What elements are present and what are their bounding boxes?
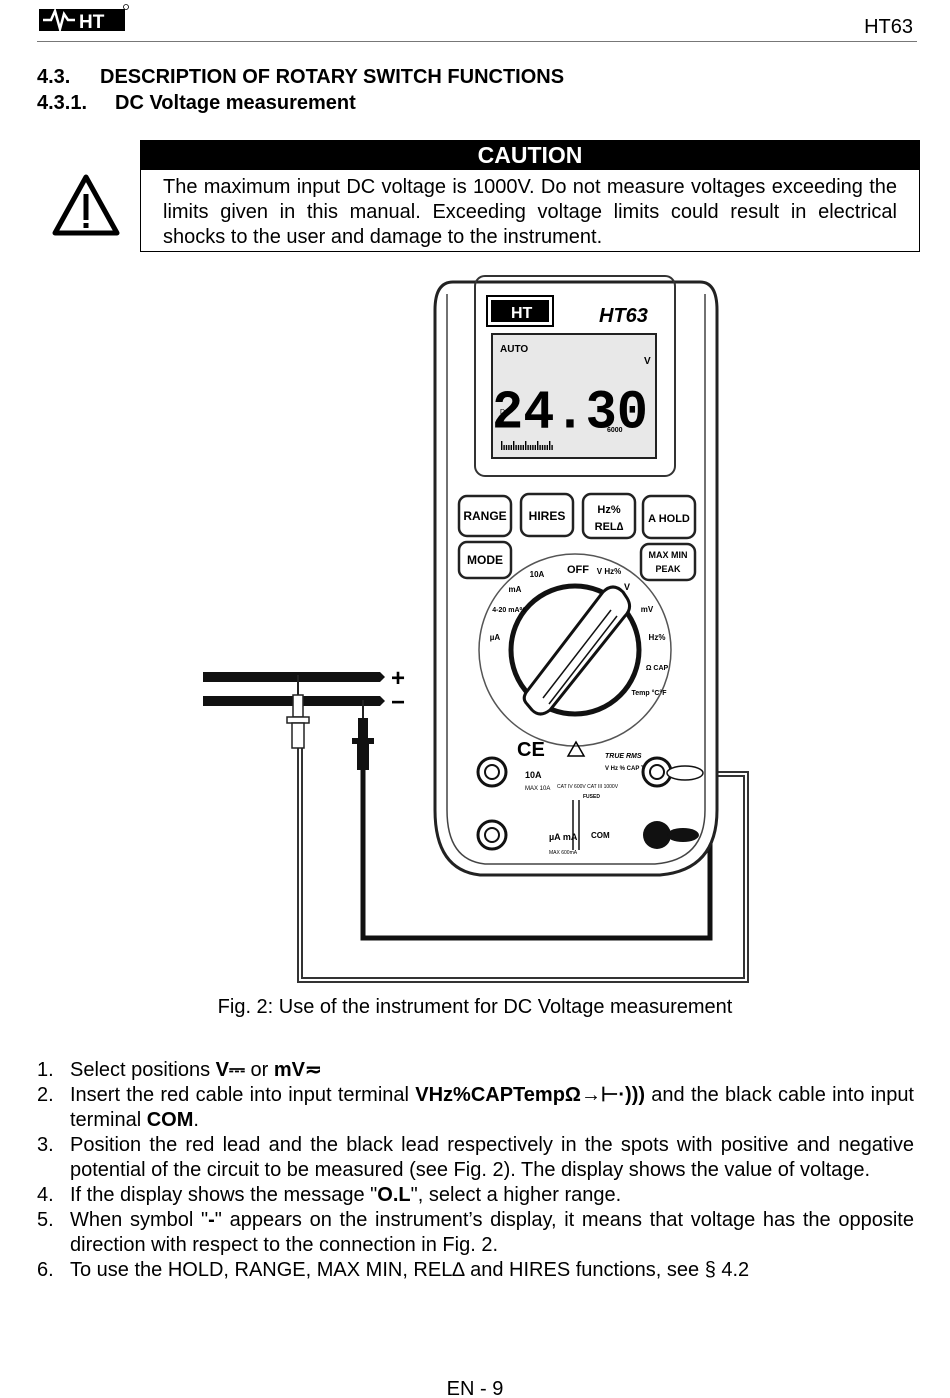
figure-caption: Fig. 2: Use of the instrument for DC Vol… (217, 996, 733, 1018)
subsection-title: DC Voltage measurement (115, 92, 356, 114)
button-mode: MODE (467, 553, 503, 567)
lcd-reading: 24.30 (492, 383, 648, 444)
section-number: 4.3. (37, 66, 71, 88)
caution-box: The maximum input DC voltage is 1000V. D… (140, 170, 920, 252)
bargraph-tick (534, 445, 536, 450)
com-label: COM (591, 831, 610, 840)
bargraph-tick (532, 445, 534, 450)
button-range: RANGE (463, 509, 506, 523)
lcd-range: 6000 (607, 427, 623, 434)
cat-label: CAT IV 600V CAT III 1000V (557, 784, 619, 790)
bargraph-tick (529, 445, 532, 450)
diode-continuity-icon: →⊢·))) (580, 1084, 646, 1106)
list-item: 1. Select positions V⎓ or mV≂ (37, 1059, 322, 1081)
bargraph-tick (503, 445, 505, 450)
meter-brand: HT (511, 305, 533, 322)
ac-dc-symbol-icon: ≂ (304, 1059, 322, 1081)
bargraph-tick (525, 441, 527, 450)
bargraph-tick (537, 441, 539, 450)
black-probe (352, 700, 374, 770)
logo-text: HT (79, 12, 105, 33)
dc-symbol-icon: ⎓ (228, 1059, 245, 1081)
lcd-mode: AUTO (500, 344, 528, 355)
circuit-bars: + − (203, 665, 405, 716)
list-item: 5. When symbol "-" appears on the instru… (37, 1209, 914, 1256)
bargraph-tick (549, 441, 551, 450)
bargraph-tick (544, 445, 546, 450)
bargraph-tick (508, 445, 510, 450)
button-hires: HIRES (529, 509, 566, 523)
true-rms-label: TRUE RMS (605, 753, 642, 760)
dial-420ma: 4-20 mA% (492, 607, 526, 614)
bargraph-tick (515, 445, 517, 450)
bargraph-tick (520, 445, 522, 450)
ua-max-label: MAX 600mA (549, 850, 578, 856)
dial-off: OFF (567, 564, 589, 576)
bargraph-tick (501, 441, 503, 450)
list-item: 6. To use the HOLD, RANGE, MAX MIN, REL∆… (37, 1259, 750, 1281)
button-maxmin: MAX MIN (649, 550, 688, 560)
bargraph-tick (517, 445, 520, 450)
red-lead-wire (297, 748, 749, 983)
meter-model: HT63 (599, 305, 648, 327)
lcd-dc: DC (500, 409, 510, 416)
input-label: V Hz % CAP Temp Ω (605, 766, 663, 772)
bargraph-tick (513, 441, 515, 450)
plus-sign: + (391, 665, 405, 692)
list-item: 3. Position the red lead and the black l… (37, 1134, 914, 1181)
bargraph-tick (522, 445, 524, 450)
dial-temp: Temp °C°F (631, 689, 667, 697)
section-title: DESCRIPTION OF ROTARY SWITCH FUNCTIONS (100, 66, 565, 88)
button-panel: RANGE HIRES Hz% REL∆ A HOLD MODE MAX MIN… (457, 492, 697, 582)
ua-ma-label: µA mA (549, 832, 578, 842)
lcd-bargraph (501, 441, 553, 450)
ce-mark: CE (517, 739, 545, 761)
bargraph-tick (546, 445, 548, 450)
dial-ohm-cap: Ω CAP (646, 665, 669, 672)
subsection-number: 4.3.1. (37, 92, 88, 114)
page-header: HT HT63 (37, 0, 917, 42)
instruction-list: 1. Select positions V⎓ or mV≂ 2. Insert … (37, 1058, 914, 1283)
dial-v: V (624, 582, 630, 592)
dial-vhz: V Hz% (597, 567, 621, 576)
terminal-panel: CE TRUE RMS V Hz % CAP Temp Ω 10A MAX 10… (476, 739, 704, 856)
fused-label: FUSED (583, 794, 600, 800)
button-hz: Hz% (597, 504, 620, 516)
ten-a-label: 10A (525, 770, 542, 780)
page-number: EN - 9 (446, 1378, 504, 1398)
ht-logo: HT (39, 4, 129, 34)
dial-ma: mA (509, 585, 522, 594)
bargraph-tick (551, 445, 553, 450)
subsection-heading: 4.3.1. DC Voltage measurement (37, 92, 356, 115)
dial-ua: µA (490, 633, 501, 642)
rotary-switch: OFF 10A mA 4-20 mA% µA V Hz% V mV Hz% Ω … (478, 553, 672, 747)
caution-text: The maximum input DC voltage is 1000V. D… (163, 176, 897, 248)
lcd-display: AUTO V DC 24.30 6000 (491, 333, 657, 459)
bargraph-tick (505, 445, 508, 450)
bargraph-tick (510, 445, 512, 450)
button-rel: REL∆ (595, 521, 624, 533)
warning-triangle-icon (52, 174, 120, 236)
bargraph-tick (541, 445, 544, 450)
lcd-unit: V (644, 356, 651, 367)
model-name: HT63 (864, 16, 913, 38)
button-ahold: A HOLD (648, 513, 690, 525)
button-peak: PEAK (655, 564, 681, 574)
dial-hz: Hz% (649, 633, 666, 642)
red-probe (286, 675, 310, 749)
multimeter-diagram: + − HT HT63 AUTO V DC 24.30 6000 (203, 275, 749, 983)
list-item: 2. Insert the red cable into input termi… (37, 1084, 914, 1131)
dial-mv: mV (641, 605, 654, 614)
red-lead-wire-inner (301, 748, 745, 979)
list-item: 4. If the display shows the message "O.L… (37, 1184, 622, 1206)
section-heading: 4.3. DESCRIPTION OF ROTARY SWITCH FUNCTIO… (37, 66, 564, 89)
bargraph-tick (527, 445, 529, 450)
minus-sign: − (391, 689, 405, 716)
dial-10a: 10A (530, 570, 545, 579)
bargraph-tick (539, 445, 541, 450)
ten-a-max-label: MAX 10A (525, 786, 550, 792)
caution-title: CAUTION (140, 140, 920, 170)
